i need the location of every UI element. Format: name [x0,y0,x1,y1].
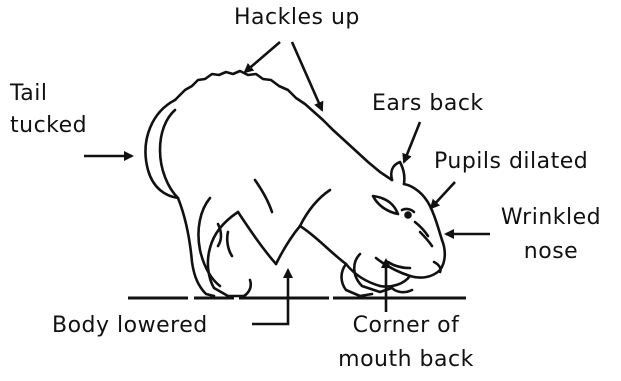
label-body-lowered: Body lowered [52,312,208,340]
label-pupils-dilated: Pupils dilated [434,148,588,176]
arrow-pupils [431,182,455,208]
label-corner-of-mouth-back: Corner of mouth back [326,312,486,374]
arrow-hackles-left [245,42,280,72]
label-nose-line1: Wrinkled [490,204,612,232]
arrow-ears [404,122,420,162]
label-mouth-line2: mouth back [326,346,486,374]
label-tail-line1: Tail [10,80,87,108]
annotation-arrows [84,42,490,324]
label-wrinkled-nose: Wrinkled nose [490,204,612,266]
label-tail-tucked: Tail tucked [10,80,87,140]
label-hackles-up: Hackles up [234,4,360,32]
label-ears-back: Ears back [372,90,484,118]
label-nose-line2: nose [490,238,612,266]
label-mouth-line1: Corner of [326,312,486,340]
label-tail-line2: tucked [10,112,87,140]
